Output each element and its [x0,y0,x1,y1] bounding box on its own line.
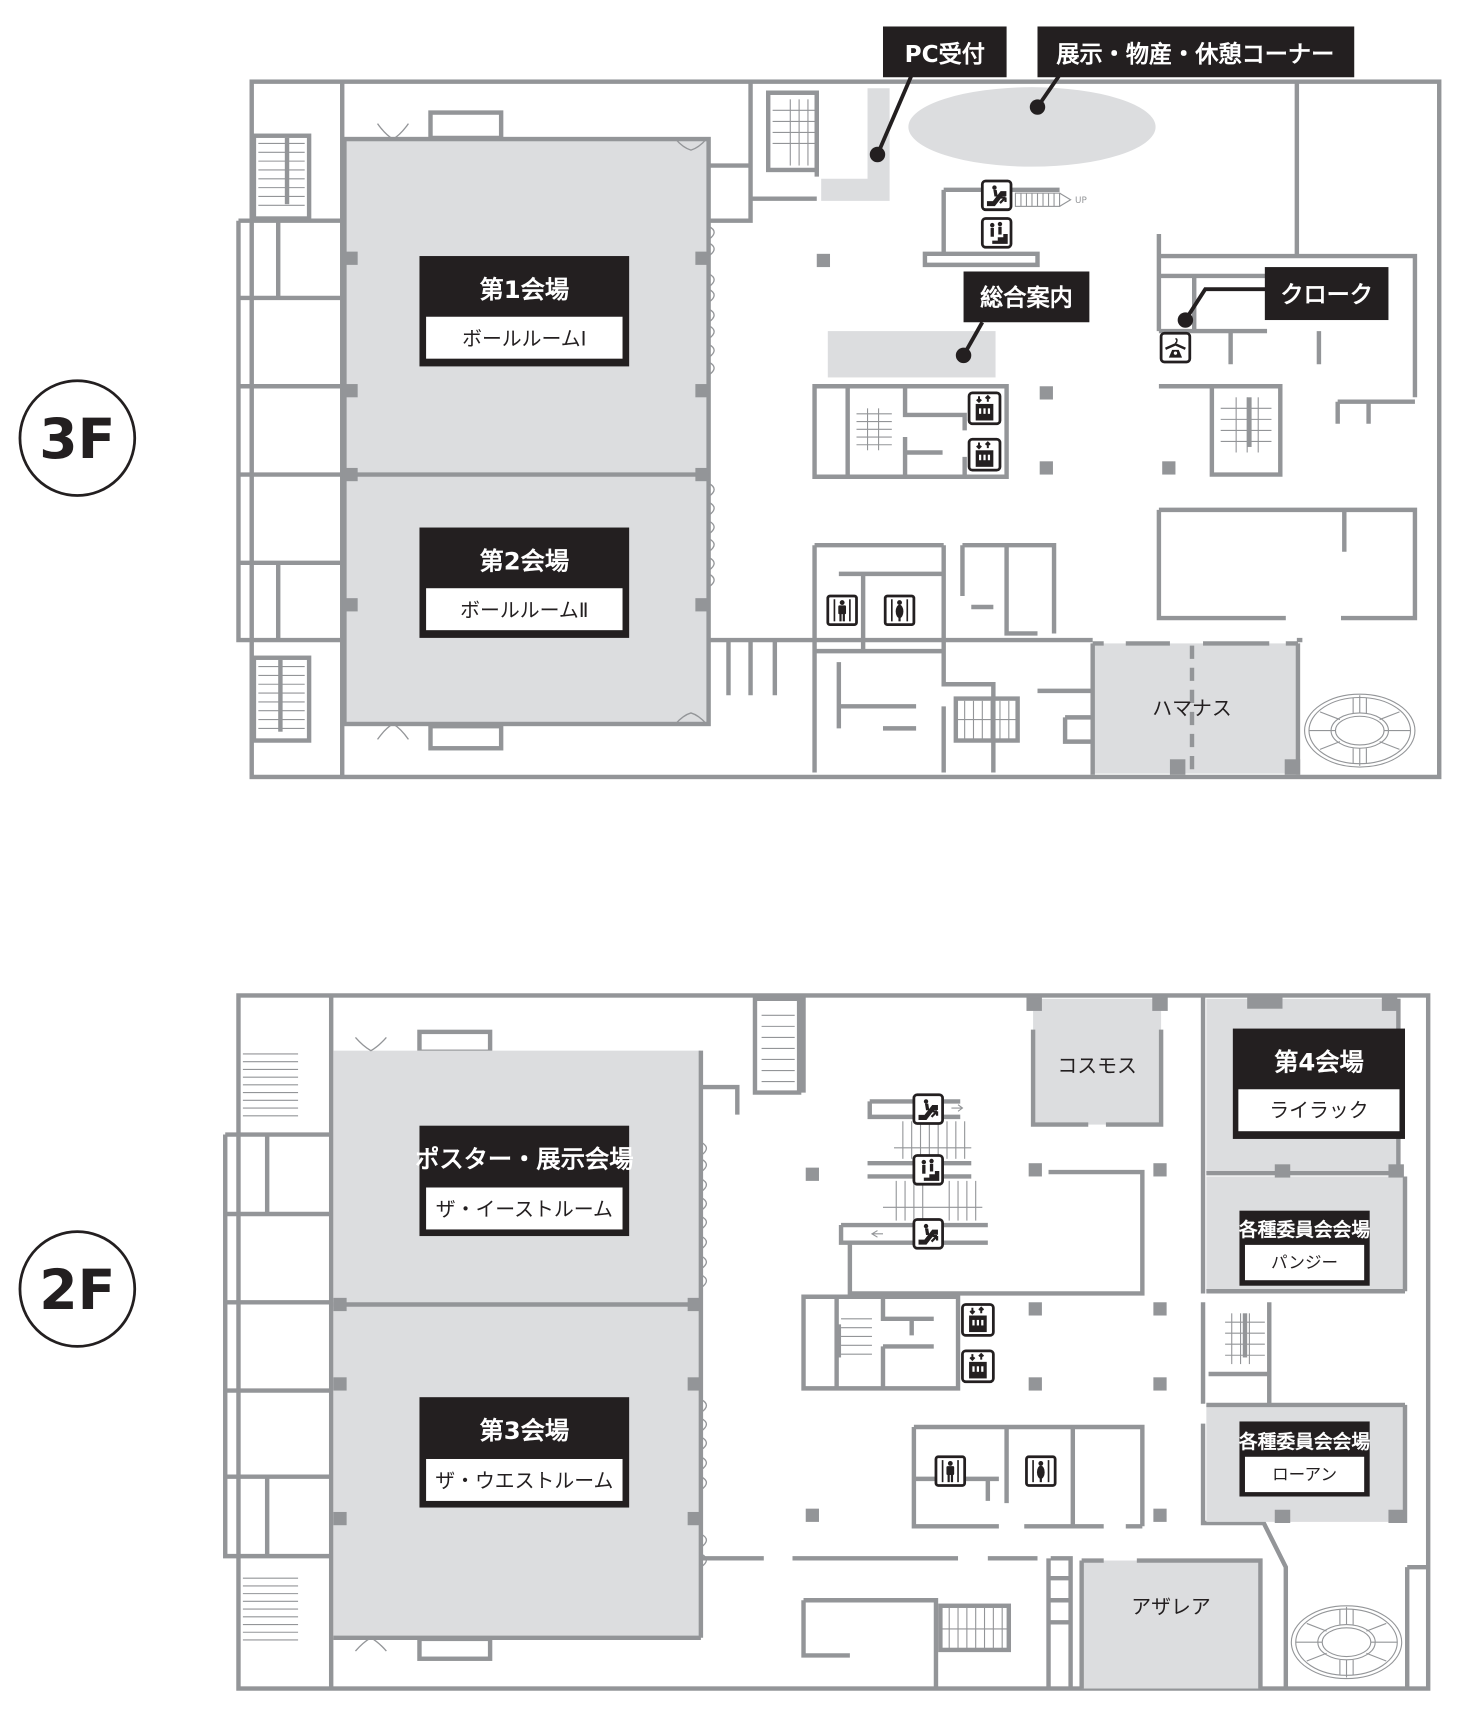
svg-text:ライラック: ライラック [1269,1099,1368,1122]
committee-room-rowan-label[interactable]: 各種委員会会場 ローアン [1238,1421,1370,1497]
floor-badge-3f: 3F [18,379,137,497]
elevator-icon [967,391,1002,426]
elevator-icon [961,1303,995,1337]
exhibition-rest-corner-area [908,87,1156,167]
svg-text:第1会場: 第1会場 [479,275,569,304]
svg-text:コスモス: コスモス [1057,1055,1136,1078]
elevator-icon [967,437,1002,472]
svg-text:PC受付: PC受付 [905,41,985,68]
spiral-staircase-2f [1290,1605,1403,1680]
svg-text:ボールルームⅠ: ボールルームⅠ [462,327,586,350]
svg-text:ザ・イーストルーム: ザ・イーストルーム [436,1198,613,1221]
svg-text:展示・物産・休憩コーナー: 展示・物産・休憩コーナー [1056,41,1334,68]
svg-text:ザ・ウエストルーム: ザ・ウエストルーム [435,1470,613,1493]
svg-text:ハマナス: ハマナス [1152,697,1231,720]
committee-room-pansy-label[interactable]: 各種委員会会場 パンジー [1238,1210,1370,1286]
central-walls-3f: UP [708,81,1418,773]
pc-reception-area [821,88,890,201]
svg-text:UP: UP [1075,196,1087,206]
pillars-2f [805,1163,1167,1522]
pillars-3f [816,253,1176,475]
callout-exhibition-rest-corner[interactable]: 展示・物産・休憩コーナー [1029,26,1355,115]
svg-text:アザレア: アザレア [1131,1595,1210,1618]
womens-restroom-icon [1025,1455,1057,1487]
venue-1-label[interactable]: 第1会場 ボールルームⅠ [419,256,630,367]
room-hamanasu[interactable]: ハマナス [1090,641,1301,775]
central-walls-2f [700,995,1429,1689]
stairs-people-icon [912,1154,944,1186]
escalator-icon [912,1218,944,1250]
escalator-icon [980,179,1013,212]
venue-3-label[interactable]: 第3会場 ザ・ウエストルーム [419,1397,630,1508]
womens-restroom-icon [883,594,916,627]
svg-text:各種委員会会場: 各種委員会会場 [1238,1218,1370,1241]
spiral-staircase-3f [1304,693,1416,768]
svg-text:第3会場: 第3会場 [479,1416,569,1445]
callout-cloakroom[interactable]: クローク [1177,267,1389,328]
escalator-icon [912,1093,944,1125]
venue-2-label[interactable]: 第2会場 ボールルームⅡ [419,527,630,638]
svg-text:第4会場: 第4会場 [1274,1048,1364,1077]
venue-4-label[interactable]: 第4会場 ライラック [1232,1028,1406,1139]
svg-text:パンジー: パンジー [1271,1253,1338,1272]
svg-text:ローアン: ローアン [1272,1465,1337,1484]
svg-text:総合案内: 総合案内 [980,285,1073,312]
svg-text:各種委員会会場: 各種委員会会場 [1238,1430,1370,1453]
svg-text:第2会場: 第2会場 [479,546,569,575]
ballroom-block-3f [342,123,715,740]
svg-text:クローク: クローク [1280,281,1373,308]
callout-general-information[interactable]: 総合案内 [955,271,1090,364]
stairs-people-icon [980,217,1013,249]
svg-text:3F: 3F [39,408,115,472]
mens-restroom-icon [934,1455,967,1487]
floor-3f: 3F [18,26,1442,780]
elevator-icon [961,1349,995,1384]
svg-text:2F: 2F [39,1259,115,1323]
room-cosmos[interactable]: コスモス [1026,995,1168,1127]
svg-text:ボールルームⅡ: ボールルームⅡ [460,599,588,622]
venue-poster-exhibition-label[interactable]: ポスター・展示会場 ザ・イーストルーム [415,1125,634,1237]
floor-badge-2f: 2F [18,1230,137,1348]
svg-text:ポスター・展示会場: ポスター・展示会場 [415,1145,633,1174]
room-azalea[interactable]: アザレア [1079,1558,1263,1689]
floor-2f: 2F [18,993,1431,1691]
mens-restroom-icon [826,594,858,627]
callout-pc-reception[interactable]: PC受付 [869,26,1007,163]
cloakroom-icon [1159,331,1192,364]
